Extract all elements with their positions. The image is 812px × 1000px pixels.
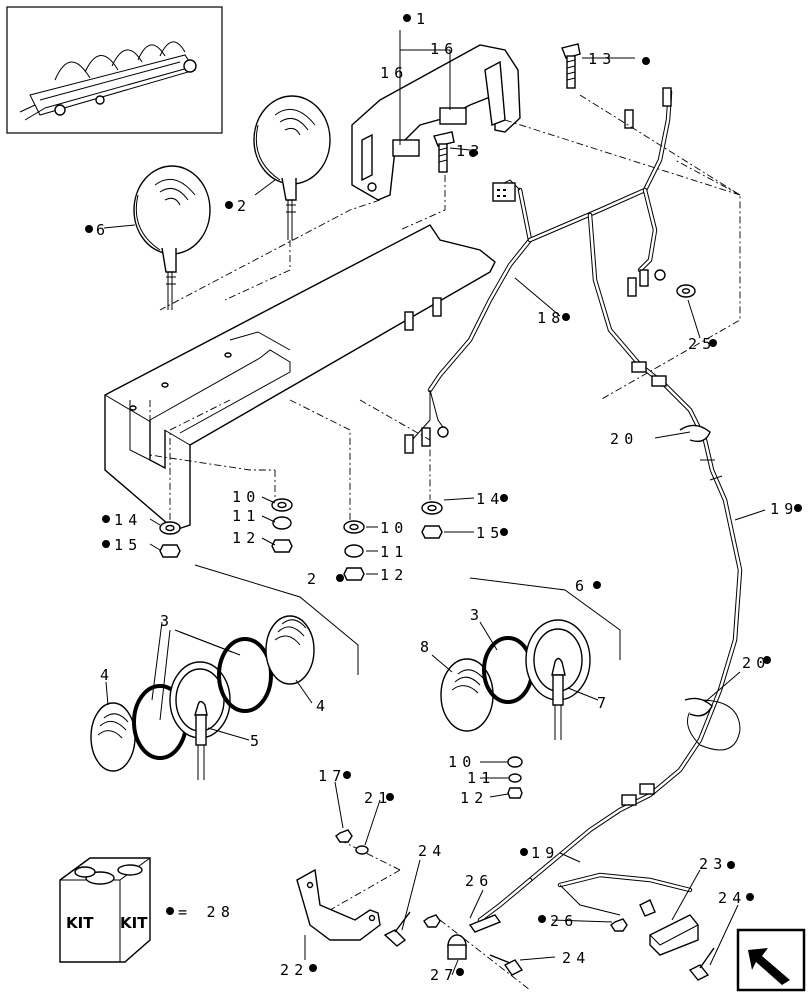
o-ring-3c: [482, 636, 534, 704]
callout-14b: 14: [476, 490, 505, 508]
kit-label-right: KIT: [120, 914, 148, 932]
kit-box-icon: KIT KIT: [59, 857, 151, 963]
callout-19b: 19: [531, 844, 560, 862]
callout-23: 23: [699, 855, 728, 873]
machine-overview-thumbnail[interactable]: [6, 6, 223, 134]
lamp-2-exploded: [90, 564, 359, 780]
pad-16a: [392, 139, 420, 157]
callout-16a: 16: [380, 64, 409, 82]
o-ring-3b: [217, 637, 273, 713]
wire-harness-19: [468, 361, 743, 933]
mounting-bracket: [351, 44, 521, 201]
lamp-6-icon: [133, 165, 211, 310]
bolt-24a-icon: [383, 911, 411, 947]
hardware-stack-d: [159, 521, 181, 558]
callout-24b: 24: [562, 949, 591, 967]
callout-10b: 10: [380, 519, 409, 537]
nut-26a-icon: [423, 914, 441, 928]
washer-21-icon: [355, 845, 369, 855]
callout-16b: 16: [430, 40, 459, 58]
nut-26b-icon: [610, 918, 628, 932]
callout-6-group: 6: [575, 577, 589, 595]
callout-26a: 26: [465, 872, 494, 890]
callout-26b: 26: [550, 912, 579, 930]
callout-27: 27: [430, 966, 459, 984]
wire-harness-18: [404, 87, 673, 454]
callout-3b: 3: [470, 606, 484, 624]
callout-22: 22: [280, 961, 309, 979]
lamp-2-icon: [253, 95, 331, 240]
hardware-stack-b: [343, 520, 365, 581]
callout-4b: 4: [316, 697, 330, 715]
callout-7: 7: [597, 694, 611, 712]
bracket-22-icon: [296, 868, 381, 941]
bullet-markers: [85, 14, 802, 976]
bolt-13b-icon: [433, 131, 455, 173]
bolt-24c-icon: [688, 947, 715, 981]
callout-11a: 11: [232, 507, 261, 525]
reference-lines: [149, 94, 741, 991]
callout-5: 5: [250, 732, 264, 750]
bolt-13-icon: [561, 43, 581, 89]
callout-13a: 13: [588, 50, 617, 68]
callout-21: 21: [364, 789, 393, 807]
callout-8: 8: [420, 638, 434, 656]
callout-12a: 12: [232, 529, 261, 547]
callout-17: 17: [318, 767, 347, 785]
callout-14a: 14: [114, 511, 143, 529]
callout-11b: 11: [380, 543, 409, 561]
lamp-6-exploded: [440, 577, 621, 740]
callout-18: 18: [537, 309, 566, 327]
callout-28: = 28: [178, 903, 235, 921]
lens-4a: [90, 702, 136, 772]
clip-20a: [679, 424, 711, 443]
bolt-24b-icon: [489, 954, 524, 976]
callout-11c: 11: [467, 769, 496, 787]
callout-10a: 10: [232, 488, 261, 506]
callout-19a: 19: [770, 500, 799, 518]
callout-12b: 12: [380, 566, 409, 584]
callout-labels: 1 16 16 13 13 2 6 18 25 20 19 20 19 10 1…: [96, 10, 799, 984]
next-page-arrow-icon[interactable]: [736, 928, 806, 992]
callout-leaders: [103, 30, 766, 976]
callout-20b: 20: [742, 654, 771, 672]
callout-24c: 24: [718, 889, 747, 907]
kit-label-left: KIT: [66, 914, 94, 932]
callout-20a: 20: [610, 430, 639, 448]
callout-4a: 4: [100, 666, 114, 684]
callout-2: 2: [237, 197, 251, 215]
hardware-stack-a: [271, 498, 293, 553]
pad-16b: [439, 107, 467, 125]
nut-17-icon: [335, 829, 353, 843]
hardware-stack-c: [421, 501, 443, 539]
hardware-stack-e: [507, 756, 523, 799]
callout-15a: 15: [114, 536, 143, 554]
callout-3a: 3: [160, 612, 174, 630]
callout-24a: 24: [418, 842, 447, 860]
callout-2-group: 2: [307, 570, 321, 588]
connector-plug: [492, 182, 516, 202]
callout-6: 6: [96, 221, 110, 239]
callout-13b: 13: [456, 142, 485, 160]
callout-1: 1: [416, 10, 430, 28]
callout-15b: 15: [476, 524, 505, 542]
lens-4b: [265, 615, 315, 685]
module-23-icon: [649, 914, 699, 956]
callout-10c: 10: [448, 753, 477, 771]
switch-27-icon: [447, 934, 467, 960]
callout-12c: 12: [460, 789, 489, 807]
callout-25: 25: [688, 335, 717, 353]
washer-25-icon: [676, 284, 696, 298]
clip-20b: [684, 697, 713, 717]
